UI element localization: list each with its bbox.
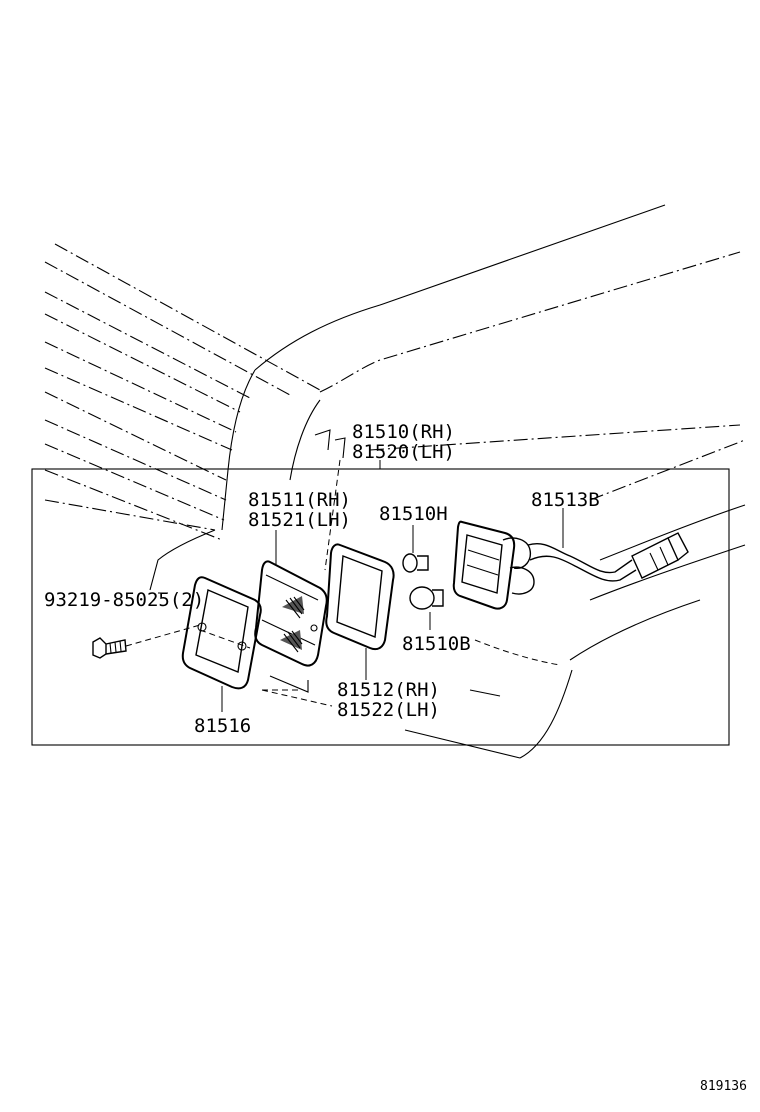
label-gasket-lh: 81522(LH): [337, 699, 440, 721]
label-bulb-h: 81510H: [379, 503, 448, 525]
gasket-part: [325, 543, 395, 651]
label-lens-rh: 81511(RH): [248, 489, 351, 511]
lens-part: [254, 560, 328, 693]
label-rim: 81516: [194, 715, 251, 737]
socket-harness-part: [452, 520, 689, 610]
part-labels: 81510(RH) 81520(LH) 81511(RH) 81521(LH) …: [44, 421, 600, 737]
label-gasket-rh: 81512(RH): [337, 679, 440, 701]
label-lamp-assembly-lh: 81520(LH): [352, 441, 455, 463]
label-bulb-b: 81510B: [402, 633, 471, 655]
rim-part: [181, 576, 262, 690]
bulb-b-part: [409, 586, 444, 610]
leader-lines: [158, 459, 564, 712]
bulb-h-part: [402, 553, 429, 573]
illustration-number: 819136: [700, 1079, 747, 1094]
label-lamp-assembly-rh: 81510(RH): [352, 421, 455, 443]
label-lens-lh: 81521(LH): [248, 509, 351, 531]
label-screw: 93219-85025(2): [44, 589, 204, 611]
label-socket-wire: 81513B: [531, 489, 600, 511]
vehicle-body-outline: [44, 204, 746, 759]
